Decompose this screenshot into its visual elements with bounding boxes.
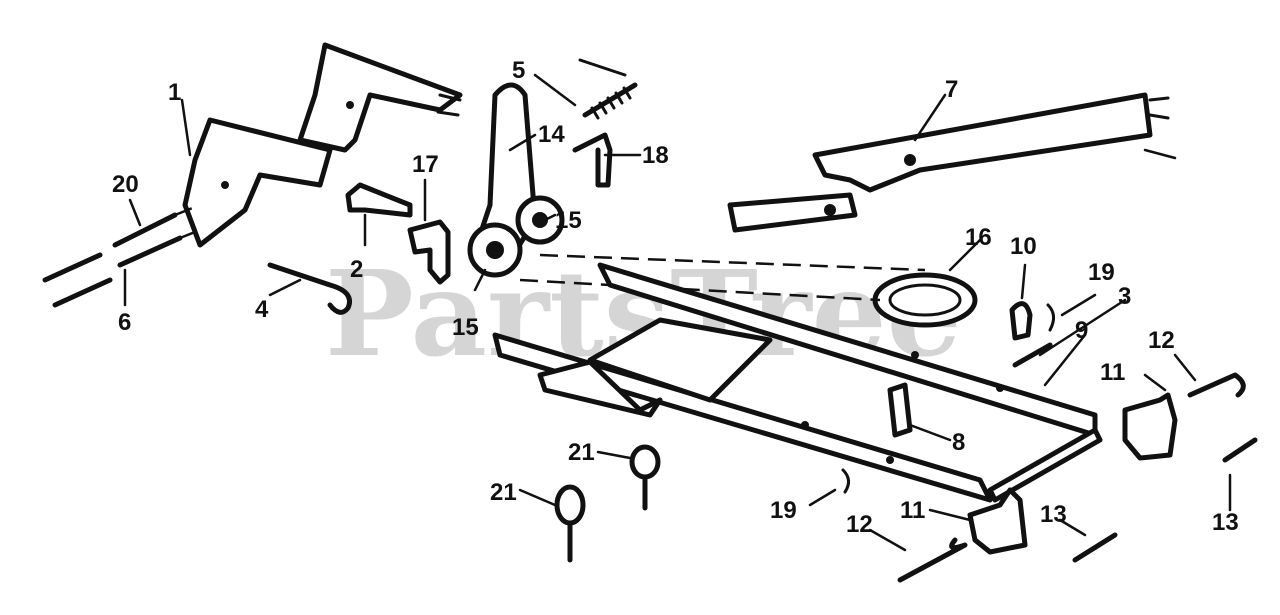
callout-11-right: 11 — [1100, 359, 1125, 386]
callout-13-right: 13 — [1212, 509, 1239, 536]
part-3-pin — [1012, 342, 1053, 368]
part-16-belt — [872, 272, 978, 328]
callout-13-lower: 13 — [1040, 501, 1067, 528]
part-5-spring — [578, 58, 638, 120]
part-12-hook-right — [1187, 372, 1246, 398]
callout-19-lower: 19 — [770, 497, 797, 524]
callout-14: 14 — [538, 121, 565, 148]
callout-7: 7 — [945, 76, 958, 103]
part-19-pin-a — [841, 468, 850, 494]
callout-21-right: 21 — [568, 439, 595, 466]
callout-18: 18 — [642, 142, 669, 169]
part-11-bracket-right — [1122, 392, 1178, 461]
dash-line — [539, 253, 926, 272]
callout-6: 6 — [118, 309, 131, 336]
callout-16: 16 — [965, 224, 992, 251]
leader-lines — [123, 73, 1232, 552]
part-9-frame — [492, 262, 1103, 503]
part-1-bracket — [182, 42, 463, 248]
callout-17: 17 — [412, 151, 439, 178]
callout-19-right: 19 — [1088, 259, 1115, 286]
part-11-bracket-lower — [967, 487, 1028, 555]
callout-12-lower: 12 — [846, 511, 873, 538]
part-12-hook-lower — [897, 537, 968, 583]
part-14-belt — [467, 82, 565, 278]
callout-5: 5 — [512, 57, 525, 84]
callout-8: 8 — [952, 429, 965, 456]
callout-9: 9 — [1075, 317, 1088, 344]
part-4-j-bolt — [267, 262, 352, 315]
callout-21-left: 21 — [490, 479, 517, 506]
part-2-link — [345, 182, 413, 218]
callout-12-right: 12 — [1148, 327, 1175, 354]
part-13-pin-right — [1222, 437, 1258, 463]
part-8-bolt — [887, 382, 913, 438]
part-17-clip — [407, 219, 451, 285]
callout-3: 3 — [1118, 283, 1131, 310]
dash-line-2 — [519, 278, 881, 302]
callout-10: 10 — [1010, 233, 1037, 260]
callouts: 1 2 3 4 5 6 7 8 9 10 11 11 12 12 13 13 1… — [112, 57, 1239, 538]
part-19-pin-b — [1046, 303, 1055, 332]
part-21-eyebolt-b — [629, 444, 661, 511]
part-18-pin — [572, 132, 613, 188]
part-7-lever — [727, 92, 1170, 233]
part-20-pins — [42, 203, 206, 308]
callout-2: 2 — [350, 256, 363, 283]
callout-15-upper: 15 — [555, 207, 582, 234]
callout-4: 4 — [255, 296, 269, 323]
part-13-pin-lower — [1072, 532, 1118, 563]
callout-15-lower: 15 — [452, 314, 479, 341]
part-21-eyebolt-a — [554, 484, 586, 563]
part-10-washer — [1009, 301, 1033, 341]
callout-20: 20 — [112, 171, 139, 198]
callout-11-lower: 11 — [900, 497, 925, 524]
callout-1: 1 — [168, 79, 181, 106]
